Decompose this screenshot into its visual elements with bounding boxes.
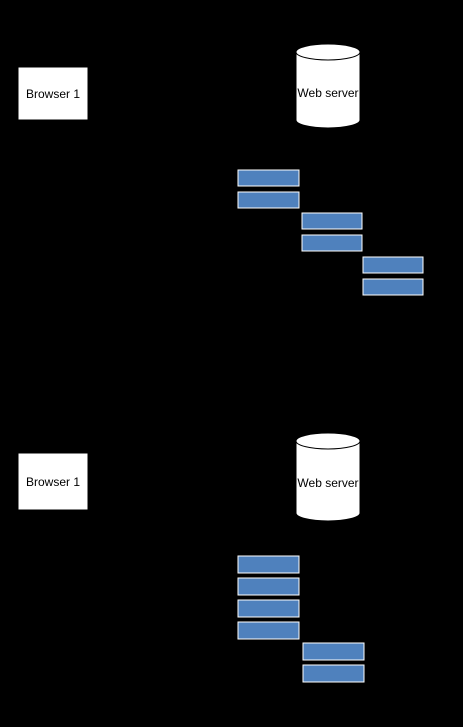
- resource-label: Domain/Ressource2.png: [18, 192, 172, 208]
- arrow-head-icon: [444, 310, 461, 322]
- download-bar: [237, 191, 300, 209]
- resource-label: Domain2/Ressource3.png: [11, 600, 173, 616]
- domain-loop-icon: [113, 486, 133, 514]
- server-label: Web server: [297, 86, 358, 100]
- download-bar: [301, 234, 363, 252]
- browser-label: Browser 1: [26, 475, 80, 489]
- resource-list: Domain/Ressource1.png Domain/Ressource2.…: [18, 170, 172, 295]
- time-axis: time: [246, 310, 461, 342]
- web-server-cylinder: Web server: [295, 43, 361, 129]
- resource-label: Domain1/Ressource5.png: [11, 644, 173, 660]
- download-bar: [237, 555, 300, 574]
- connection-arrow-icon: [274, 74, 296, 88]
- connection-arrow-icon: [274, 468, 296, 482]
- resource-label: Domain/Ressource5.png: [18, 257, 172, 273]
- download-bar: [237, 621, 300, 640]
- domain-label: domain1: [128, 447, 165, 457]
- download-bar: [237, 577, 300, 596]
- connection-arrow-icon: [274, 451, 296, 465]
- connection-arrow-icon: [274, 501, 296, 515]
- section-subtitle: (example with 2 domains and 2 connection…: [18, 415, 260, 425]
- section-without-sharding: Without domain sharding (example with 2 …: [17, 9, 461, 342]
- resource-label: Domain/Ressource6.png: [18, 279, 172, 295]
- download-bar: [237, 599, 300, 618]
- domain-loop-icon: [113, 453, 133, 481]
- server-label: Web server: [297, 476, 358, 490]
- connection-arrow-icon: [274, 485, 296, 499]
- resource-label: Domain/Ressource3.png: [18, 213, 172, 229]
- section-title: Without domain sharding: [18, 9, 206, 28]
- connection-arrows: [274, 451, 296, 515]
- resource-label: Domain/Ressource1.png: [18, 170, 172, 186]
- resource-label: Domain/Ressource4.png: [18, 235, 172, 251]
- resource-label: Domain2/Ressource4.png: [11, 622, 173, 638]
- domain-connections: domain1 domain2: [113, 447, 165, 520]
- download-bar: [237, 169, 300, 187]
- section-title: With domain sharding: [18, 397, 163, 414]
- download-bars: [237, 555, 365, 683]
- browser-box: Browser 1: [17, 66, 89, 121]
- section-with-sharding: With domain sharding (example with 2 dom…: [11, 397, 386, 727]
- download-bar: [302, 642, 365, 661]
- download-bar: [362, 256, 424, 274]
- resource-label: Domain1/Ressource2.png: [11, 578, 173, 594]
- time-label: time: [340, 325, 368, 342]
- download-bar: [362, 278, 424, 296]
- download-bar: [301, 212, 363, 230]
- time-label: time: [300, 711, 328, 727]
- resource-label: Domain1/Ressource6.png: [11, 667, 173, 683]
- section-subtitle: (example with 2 connections per domain): [18, 31, 195, 41]
- domain-label: domain2: [128, 510, 165, 520]
- browser-box: Browser 1: [17, 452, 89, 511]
- connection-arrow-icon: [274, 94, 296, 108]
- connection-arrows: [274, 74, 296, 108]
- resource-list: Domain1/Ressource1.png Domain1/Ressource…: [11, 556, 173, 683]
- web-server-cylinder: Web server: [295, 432, 361, 522]
- arrow-head-icon: [369, 699, 386, 711]
- browser-label: Browser 1: [26, 87, 80, 101]
- resource-label: Domain1/Ressource1.png: [11, 556, 173, 572]
- download-bars: [237, 169, 424, 296]
- time-axis: time: [246, 699, 386, 727]
- download-bar: [302, 664, 365, 683]
